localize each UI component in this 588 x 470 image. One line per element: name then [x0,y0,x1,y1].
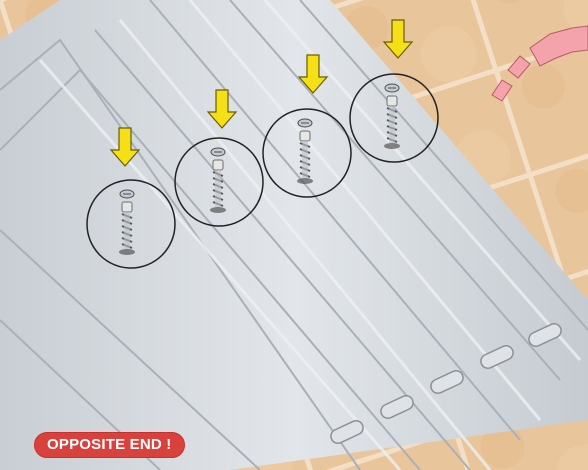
opposite-end-badge: OPPOSITE END ! [34,432,185,458]
